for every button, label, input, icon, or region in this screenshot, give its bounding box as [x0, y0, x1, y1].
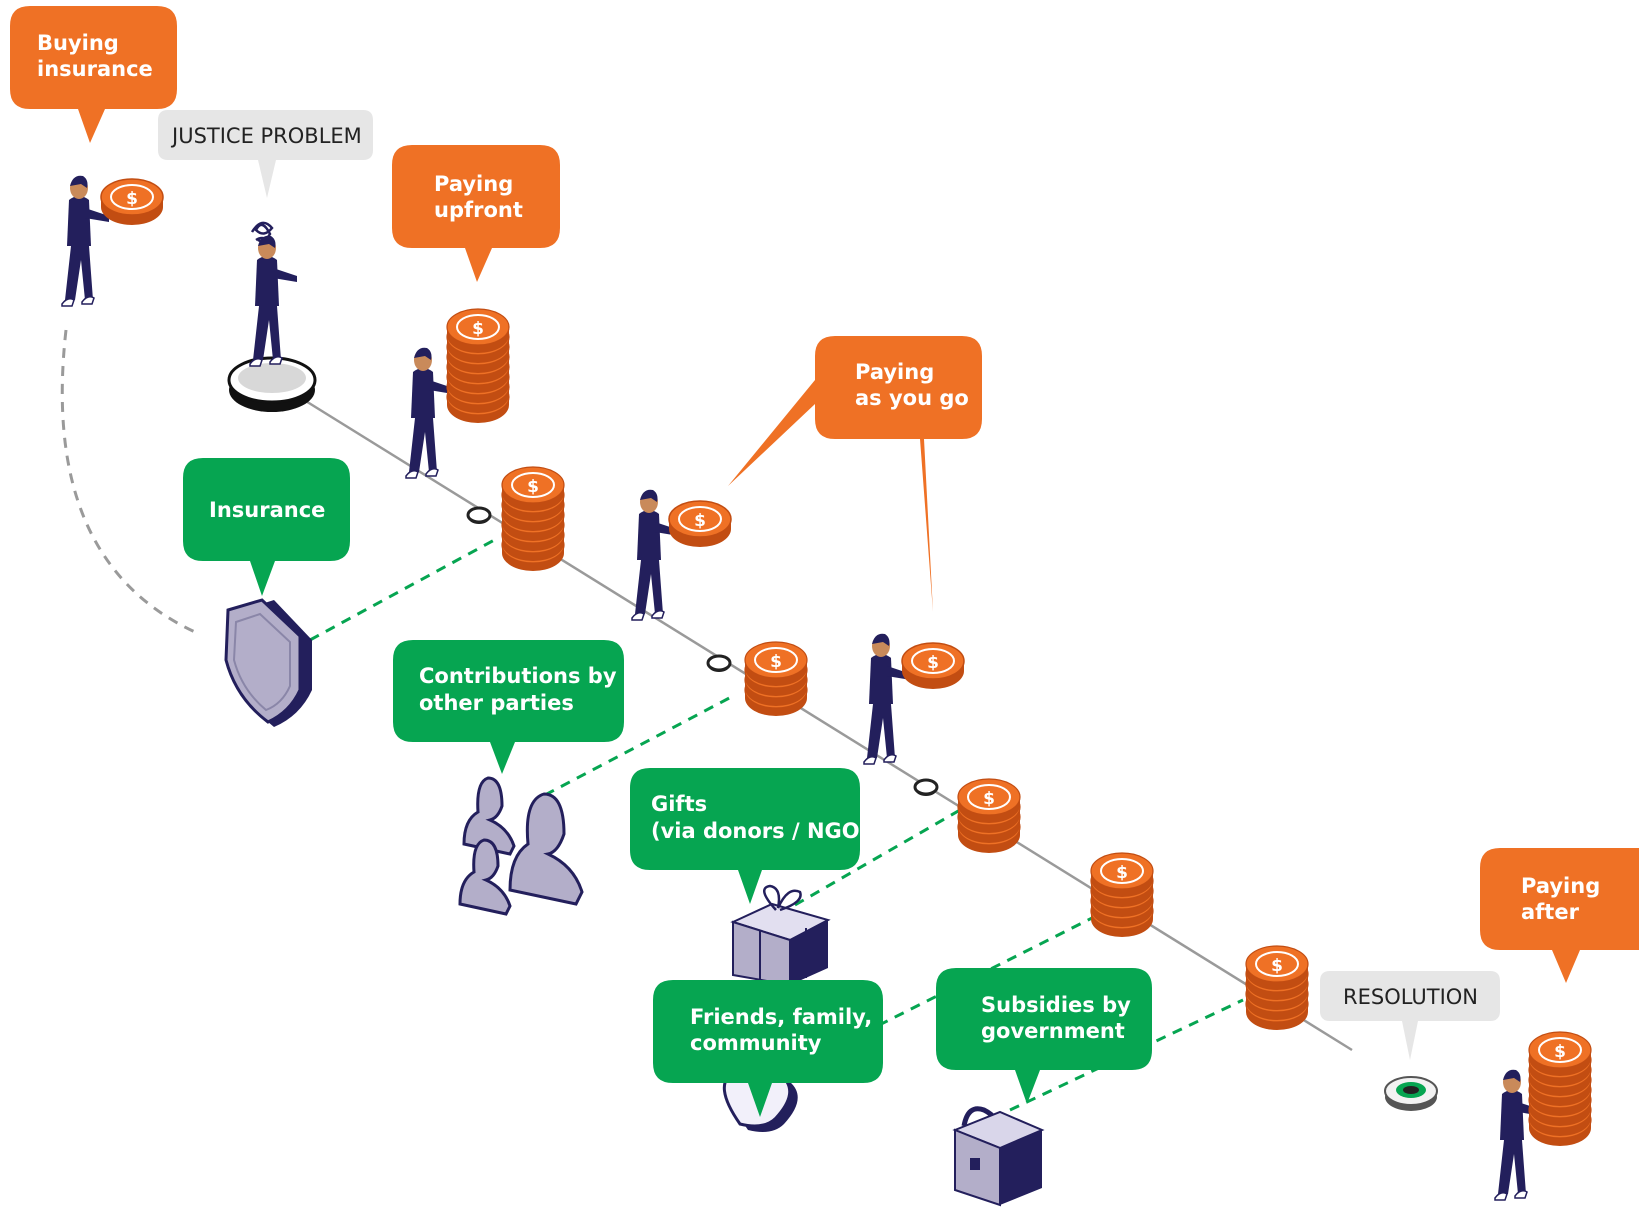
svg-text:Friends, family,: Friends, family, — [690, 1005, 872, 1029]
svg-text:community: community — [690, 1031, 822, 1055]
bubble-paying-after: Paying after — [1480, 848, 1639, 983]
svg-text:insurance: insurance — [37, 57, 153, 81]
svg-text:Contributions by: Contributions by — [419, 664, 617, 688]
resolution-platform — [1384, 1076, 1438, 1111]
coin-stack-insurance — [501, 466, 565, 572]
svg-text:RESOLUTION: RESOLUTION — [1343, 985, 1478, 1009]
svg-text:other parties: other parties — [419, 691, 574, 715]
bubble-paying-as-you-go: Paying as you go — [728, 336, 982, 612]
coin-stack-after — [1528, 1031, 1592, 1147]
coin-stack-upfront — [446, 308, 510, 424]
bubble-insurance: Insurance — [183, 458, 350, 596]
shield-icon — [224, 598, 312, 727]
heart-icon — [722, 1069, 798, 1132]
coin-stack-subsidies — [1090, 852, 1154, 938]
svg-text:upfront: upfront — [434, 198, 523, 222]
insurance-return-curve — [60, 329, 196, 634]
briefcase-icon — [952, 1106, 1045, 1207]
svg-text:Buying: Buying — [37, 31, 119, 55]
gift-icon — [730, 884, 831, 987]
justice-problem-platform — [227, 356, 317, 412]
coin-stack-friends — [1245, 945, 1309, 1031]
person-paying-upfront — [405, 346, 454, 479]
coin-stack-contributions — [744, 641, 808, 717]
svg-text:Subsidies by: Subsidies by — [981, 993, 1131, 1017]
svg-text:JUSTICE PROBLEM: JUSTICE PROBLEM — [170, 124, 362, 148]
bubble-paying-upfront: Paying upfront — [392, 145, 560, 282]
bubble-buying-insurance: Buying insurance — [10, 6, 177, 143]
dollar-coin-icon — [668, 500, 732, 548]
svg-text:Insurance: Insurance — [209, 498, 325, 522]
bubble-contributions: Contributions by other parties — [393, 640, 624, 774]
svg-text:Paying: Paying — [434, 172, 513, 196]
label-justice-problem: JUSTICE PROBLEM — [158, 110, 373, 198]
svg-text:as you go: as you go — [855, 386, 969, 410]
people-icon — [458, 776, 584, 916]
svg-text:Gifts: Gifts — [651, 792, 707, 816]
label-resolution: RESOLUTION — [1320, 971, 1500, 1060]
svg-text:after: after — [1521, 900, 1580, 924]
waypoint-dot — [913, 778, 939, 798]
waypoint-dot — [466, 506, 492, 526]
person-paying-as-you-go — [631, 488, 680, 621]
svg-text:Paying: Paying — [855, 360, 934, 384]
dollar-coin-icon — [901, 642, 965, 690]
waypoint-dot — [706, 654, 732, 674]
bubble-subsidies: Subsidies by government — [936, 968, 1152, 1104]
dollar-coin-icon — [100, 178, 164, 226]
bubble-gifts: Gifts (via donors / NGO) — [630, 768, 869, 904]
svg-text:Paying: Paying — [1521, 874, 1600, 898]
svg-text:government: government — [981, 1019, 1125, 1043]
svg-text:(via donors / NGO): (via donors / NGO) — [651, 819, 869, 843]
coin-stack-gifts — [957, 778, 1021, 854]
person-justice-problem — [249, 234, 298, 367]
bubble-friends: Friends, family, community — [653, 980, 883, 1117]
timeline-path — [287, 388, 1353, 1052]
